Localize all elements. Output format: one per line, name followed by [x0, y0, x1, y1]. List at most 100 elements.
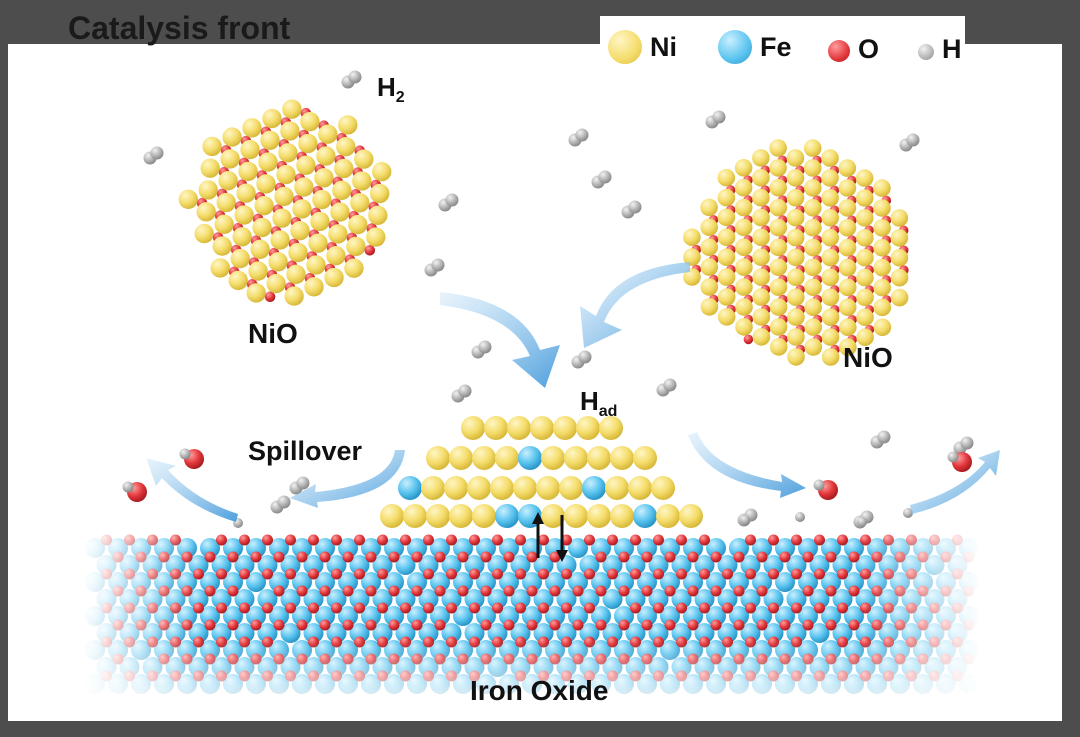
ni-atom: [805, 338, 823, 356]
ni-atom: [231, 249, 250, 268]
ni-atom: [270, 230, 289, 249]
ni-atom: [873, 219, 891, 237]
legend: Ni Fe O H: [600, 16, 965, 72]
ni-atom: [735, 239, 753, 257]
o-atom: [803, 620, 814, 631]
o-atom: [550, 620, 561, 631]
ni-atom: [718, 229, 736, 247]
h2-molecule: [432, 259, 445, 272]
h2-molecule: [599, 171, 612, 184]
o-atom: [826, 552, 837, 563]
o-atom: [285, 603, 296, 614]
o-atom: [262, 603, 273, 614]
o-atom: [527, 620, 538, 631]
o-atom: [354, 603, 365, 614]
ni-atom: [821, 229, 839, 247]
ni-atom: [284, 286, 303, 305]
o-atom: [251, 620, 262, 631]
ni-atom: [822, 269, 840, 287]
o-atom: [653, 535, 664, 546]
o-atom: [285, 535, 296, 546]
ni-atom: [839, 279, 857, 297]
h-atom: [814, 480, 825, 491]
ni-atom: [787, 288, 805, 306]
o-atom: [423, 603, 434, 614]
o-atom: [699, 603, 710, 614]
ni-atom: [605, 476, 629, 500]
o-atom: [308, 535, 319, 546]
o-atom: [320, 586, 331, 597]
o-atom: [791, 603, 802, 614]
o-atom: [837, 569, 848, 580]
o-atom: [412, 620, 423, 631]
ni-atom: [330, 202, 349, 221]
ni-atom: [787, 169, 805, 187]
o-atom: [768, 603, 779, 614]
o-atom: [458, 552, 469, 563]
h-atom: [740, 515, 750, 525]
o-atom: [228, 552, 239, 563]
nio-cluster-right: [683, 139, 908, 366]
down-arrow-icon: [580, 262, 690, 348]
ni-atom: [461, 416, 485, 440]
o-atom: [538, 569, 549, 580]
o-atom: [320, 620, 331, 631]
ni-atom: [821, 209, 839, 227]
o-atom: [515, 535, 526, 546]
ni-atom: [294, 177, 313, 196]
ni-atom: [873, 179, 891, 197]
ni-atom: [260, 131, 279, 150]
ni-atom: [856, 189, 874, 207]
o-atom: [653, 569, 664, 580]
ni-atom: [213, 236, 232, 255]
had-label: Had: [580, 386, 617, 421]
o-atom: [791, 535, 802, 546]
ni-atom: [804, 279, 822, 297]
ni-atom: [234, 205, 253, 224]
o-atom: [768, 535, 779, 546]
o-atom: [630, 569, 641, 580]
ni-atom: [735, 318, 753, 336]
ni-atom: [236, 184, 255, 203]
ni-atom: [769, 159, 787, 177]
ni-atom: [426, 504, 450, 528]
ni-atom: [718, 169, 736, 187]
ni-atom: [513, 476, 537, 500]
ni-atom: [495, 446, 519, 470]
curved-arrow-icon: [688, 432, 806, 498]
o-atom: [607, 535, 618, 546]
o-atom: [354, 569, 365, 580]
ni-atom: [276, 165, 295, 184]
ni-atom: [839, 219, 857, 237]
o-atom: [538, 603, 549, 614]
ni-atom: [787, 209, 805, 227]
o-atom: [642, 586, 653, 597]
ni-atom: [308, 234, 327, 253]
legend-item-o: O: [828, 36, 879, 65]
o-atom: [239, 535, 250, 546]
ni-atom: [587, 446, 611, 470]
ni-atom: [787, 229, 805, 247]
o-atom: [538, 535, 549, 546]
o-atom: [343, 586, 354, 597]
o-atom: [228, 620, 239, 631]
o-atom: [665, 586, 676, 597]
o-atom: [285, 569, 296, 580]
ni-atom: [856, 249, 874, 267]
o-atom: [481, 552, 492, 563]
ni-atom: [752, 268, 770, 286]
h2-molecule: [907, 134, 920, 147]
ni-atom: [891, 269, 909, 287]
ni-atom: [873, 259, 891, 277]
o-atom: [722, 569, 733, 580]
o-atom: [734, 620, 745, 631]
ni-atom: [753, 308, 771, 326]
o-atom: [711, 552, 722, 563]
ni-atom: [787, 328, 805, 346]
ni-atom: [288, 243, 307, 262]
ni-atom: [804, 159, 822, 177]
o-atom: [768, 569, 779, 580]
ni-atom: [201, 159, 220, 178]
ni-atom: [787, 269, 805, 287]
ni-atom: [735, 199, 753, 217]
